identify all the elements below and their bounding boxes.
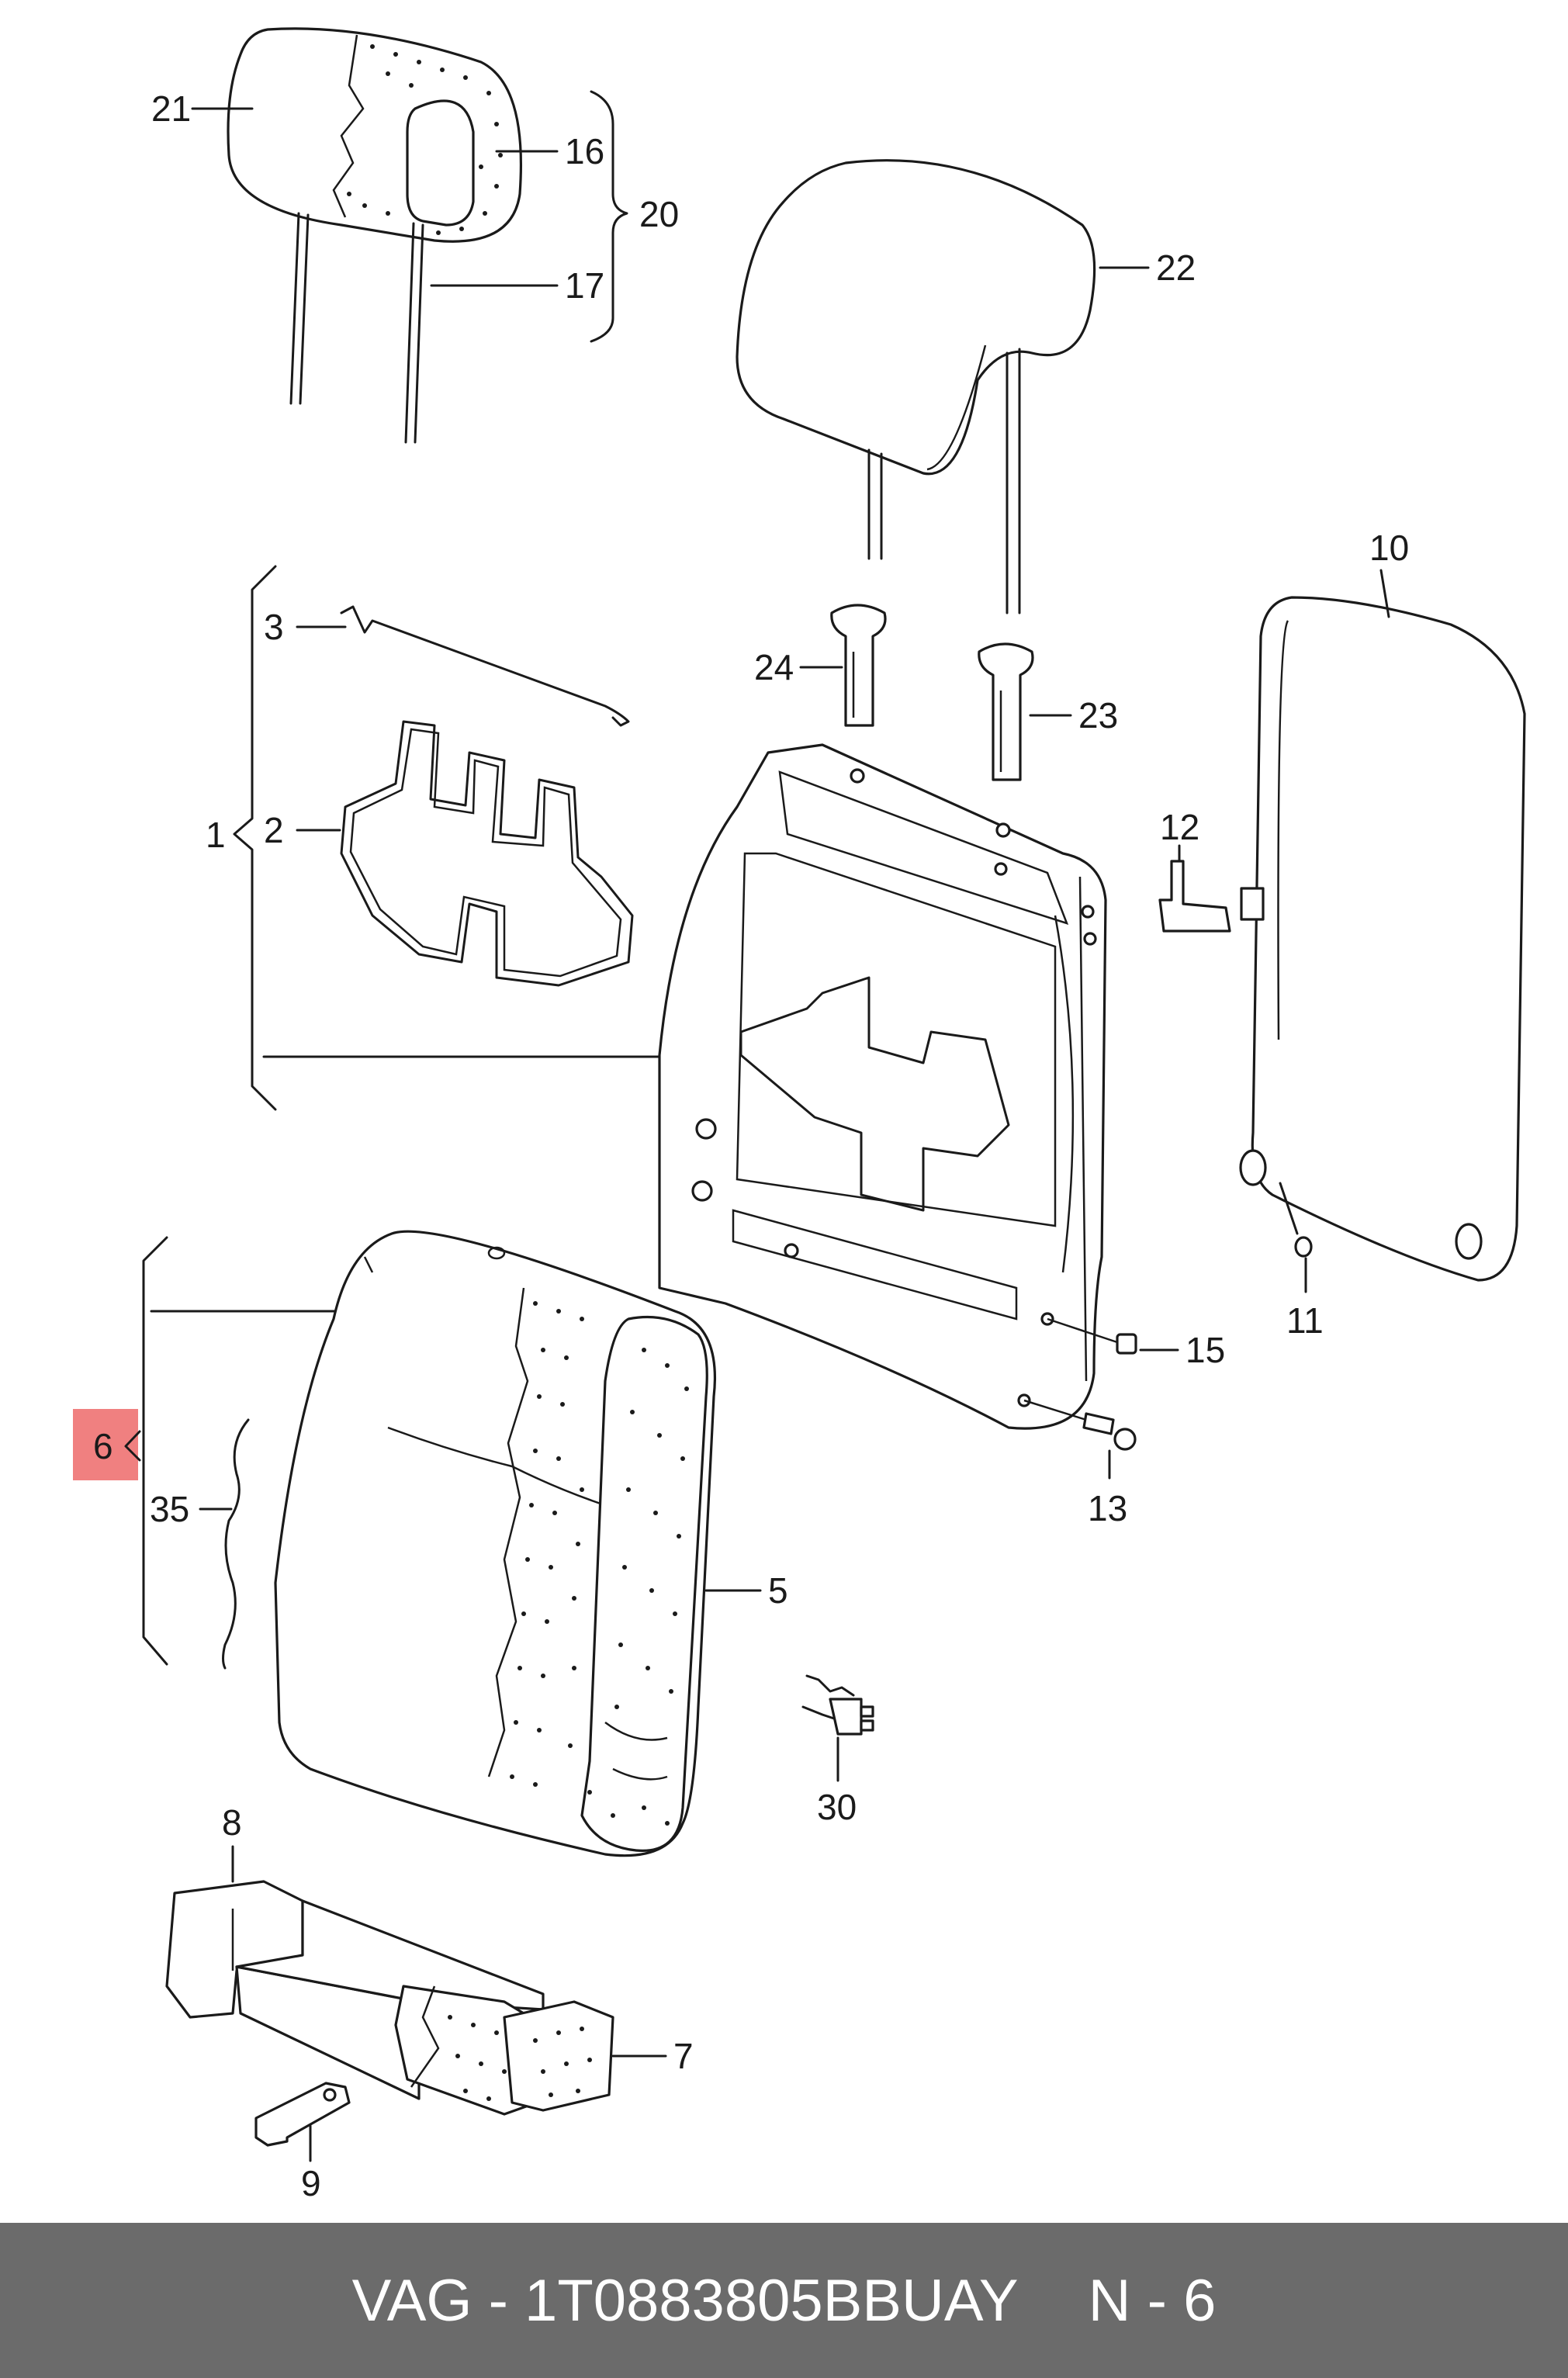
highlight-6: 6 xyxy=(73,1409,141,1480)
clip-12 xyxy=(1158,860,1231,933)
label-20: 20 xyxy=(639,194,679,234)
callout-17: 17 xyxy=(430,265,604,306)
label-1: 1 xyxy=(206,815,226,855)
callout-2: 2 xyxy=(264,810,341,850)
page-reference: N - 6 xyxy=(1088,2267,1217,2334)
callout-7: 7 xyxy=(611,2036,694,2076)
callout-5: 5 xyxy=(704,1570,788,1611)
callout-3: 3 xyxy=(264,607,347,647)
connector-30 xyxy=(801,1674,874,1736)
footer-bar: VAG - 1T0883805BBUAY N - 6 xyxy=(0,2223,1568,2378)
label-6: 6 xyxy=(93,1426,113,1466)
headrest-21-assembly xyxy=(227,27,523,444)
lumbar-pad-7 xyxy=(394,1985,614,2116)
headrest-22 xyxy=(736,159,1096,614)
callout-15: 15 xyxy=(1139,1330,1225,1370)
backrest-cover-5 xyxy=(274,1230,716,1857)
label-22: 22 xyxy=(1156,247,1196,288)
label-16: 16 xyxy=(565,131,604,171)
callout-30: 30 xyxy=(817,1736,857,1827)
bolt-15 xyxy=(1047,1317,1137,1355)
callout-21: 21 xyxy=(151,88,254,129)
label-8: 8 xyxy=(222,1802,242,1843)
seat-backrest-exploded-diagram: 21 16 17 20 22 24 23 1 xyxy=(73,27,1526,2203)
lumbar-support-8 xyxy=(165,1880,545,2100)
callout-11: 11 xyxy=(1286,1257,1324,1341)
callout-9: 9 xyxy=(301,2124,321,2203)
label-11: 11 xyxy=(1286,1300,1324,1341)
wire-3 xyxy=(340,605,630,727)
cover-dots xyxy=(510,1301,689,1826)
label-7: 7 xyxy=(673,2036,694,2076)
label-35: 35 xyxy=(150,1489,189,1529)
callout-8: 8 xyxy=(222,1802,242,1883)
label-5: 5 xyxy=(768,1570,788,1611)
callout-12: 12 xyxy=(1160,807,1199,863)
label-13: 13 xyxy=(1088,1488,1127,1528)
label-3: 3 xyxy=(264,607,284,647)
brace-6 xyxy=(142,1236,355,1666)
label-12: 12 xyxy=(1160,807,1199,847)
label-24: 24 xyxy=(754,647,794,687)
headrest-dots xyxy=(347,44,503,235)
backrest-cover-panel-10 xyxy=(1239,596,1526,1282)
label-21: 21 xyxy=(151,88,191,129)
wire-frame-2 xyxy=(340,720,634,987)
callout-35: 35 xyxy=(150,1489,233,1529)
callout-16: 16 xyxy=(495,131,604,171)
label-9: 9 xyxy=(301,2163,321,2203)
label-10: 10 xyxy=(1369,528,1409,568)
callout-10: 10 xyxy=(1369,528,1409,618)
brace-1: 1 xyxy=(206,565,669,1111)
callout-13: 13 xyxy=(1088,1449,1127,1528)
headrest-guide-24 xyxy=(830,604,887,727)
screw-11 xyxy=(1279,1182,1313,1258)
brace-20: 20 xyxy=(590,90,679,343)
label-23: 23 xyxy=(1078,695,1118,736)
callout-22: 22 xyxy=(1099,247,1196,288)
bolt-13 xyxy=(1023,1399,1137,1451)
label-2: 2 xyxy=(264,810,284,850)
callout-24: 24 xyxy=(754,647,843,687)
callout-23: 23 xyxy=(1029,695,1118,736)
padding-35 xyxy=(222,1418,250,1670)
headrest-guide-23 xyxy=(978,642,1034,781)
label-15: 15 xyxy=(1186,1330,1225,1370)
part-number: VAG - 1T0883805BBUAY xyxy=(351,2267,1019,2334)
label-30: 30 xyxy=(817,1787,857,1827)
clip-9 xyxy=(254,2082,351,2147)
backrest-frame xyxy=(658,743,1107,1430)
label-17: 17 xyxy=(565,265,604,306)
